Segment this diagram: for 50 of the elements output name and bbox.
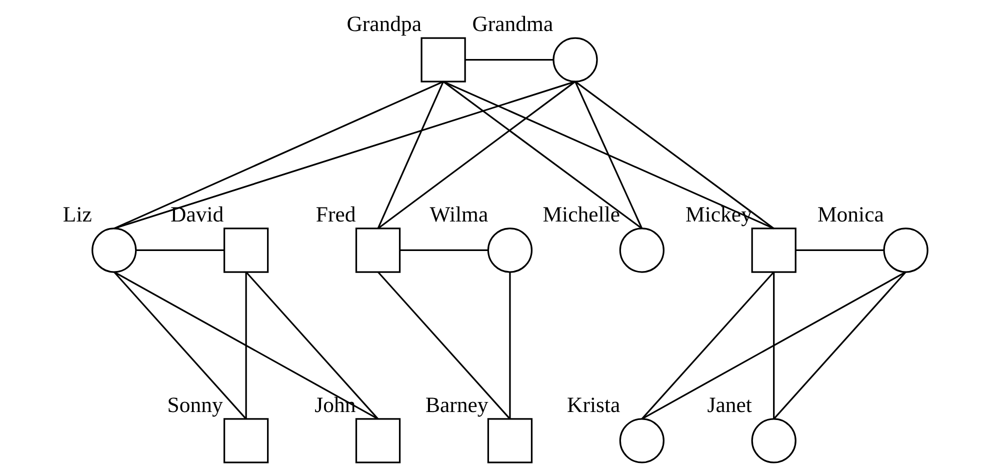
node-box — [354, 418, 400, 464]
connector — [508, 272, 510, 419]
node-circle — [750, 418, 796, 464]
node-label: Mickey — [685, 202, 752, 226]
connector — [376, 81, 444, 229]
node-label: Krista — [566, 392, 620, 417]
connector — [376, 271, 510, 420]
node-label: Monica — [816, 202, 884, 226]
node-label: Janet — [706, 392, 752, 417]
node-circle — [882, 228, 928, 273]
node-box — [354, 228, 400, 273]
connector — [772, 271, 906, 420]
connector — [442, 80, 774, 230]
connector — [377, 80, 576, 230]
node-box — [223, 418, 268, 464]
connector — [399, 249, 488, 252]
node-label: Barney — [425, 392, 488, 417]
node-box — [750, 228, 796, 273]
connector — [113, 80, 444, 230]
connector — [574, 80, 774, 230]
connector — [113, 271, 378, 420]
node-label: Wilma — [429, 202, 488, 226]
node-circle — [552, 37, 598, 82]
node-circle — [486, 228, 532, 273]
node-label: Fred — [315, 202, 356, 226]
connector — [442, 80, 642, 230]
node-label: Grandma — [472, 12, 553, 36]
node-label: Michelle — [542, 202, 620, 226]
node-circle — [91, 228, 136, 273]
node-box — [486, 418, 532, 464]
connector — [772, 272, 774, 419]
node-circle — [618, 228, 664, 273]
node-circle — [618, 418, 664, 464]
connector — [574, 81, 642, 229]
connector — [640, 271, 774, 420]
node-label: David — [170, 202, 224, 226]
connector — [795, 249, 884, 252]
node-box — [420, 37, 466, 82]
connector — [244, 271, 378, 420]
node-box — [223, 228, 268, 273]
node-label: Sonny — [166, 392, 222, 417]
node-label: John — [314, 392, 356, 417]
node-label: Grandpa — [346, 12, 422, 36]
connector — [135, 249, 224, 252]
connector — [641, 271, 906, 420]
connector — [113, 80, 575, 230]
connector — [464, 59, 553, 61]
connector — [113, 271, 246, 420]
node-label: Liz — [62, 202, 92, 226]
connector — [244, 272, 246, 419]
